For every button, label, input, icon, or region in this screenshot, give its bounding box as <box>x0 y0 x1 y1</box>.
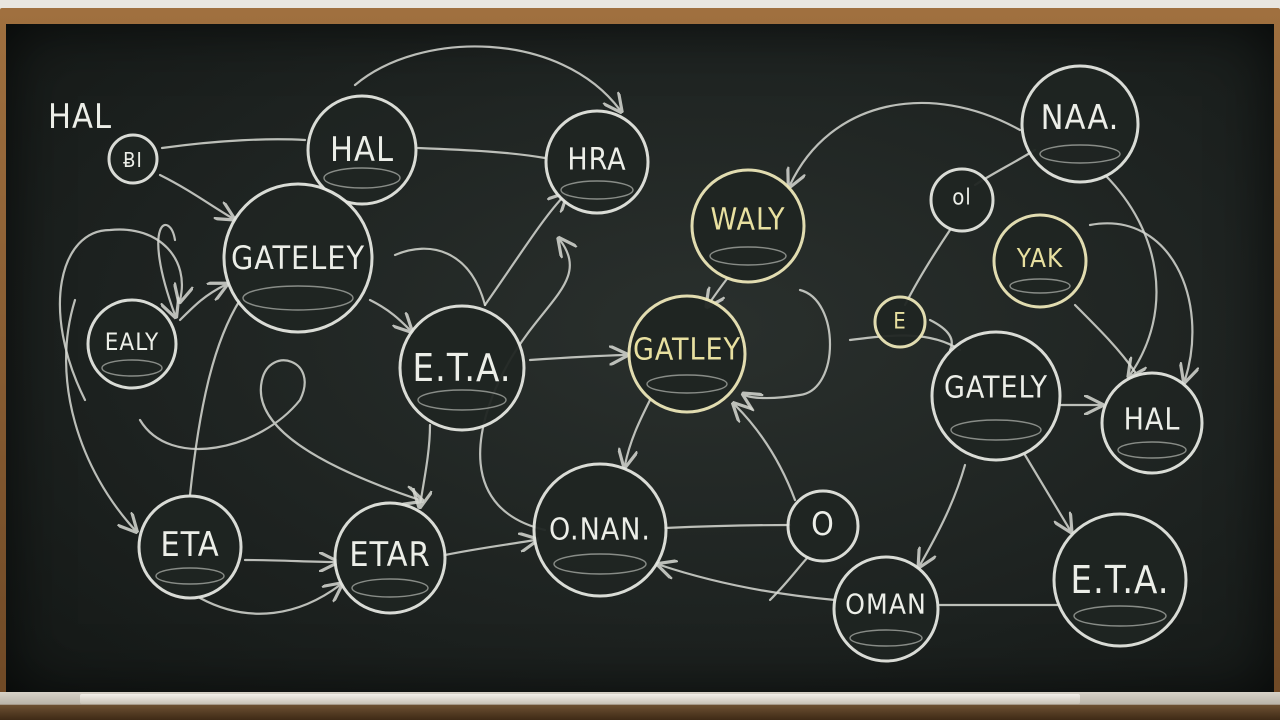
node-label: EALY <box>105 328 159 356</box>
edge <box>528 355 625 360</box>
edge <box>178 285 225 322</box>
node-label: ETA <box>160 525 219 565</box>
edge <box>920 463 967 565</box>
edge <box>625 398 652 465</box>
node-label: O <box>811 505 835 543</box>
state-node: HRA <box>544 109 650 215</box>
edge <box>660 565 837 602</box>
node-label: NAA. <box>1041 98 1120 138</box>
edge <box>443 540 535 557</box>
node-label: ETAR <box>349 535 431 575</box>
edge <box>158 173 232 218</box>
state-node: HAL <box>306 94 418 206</box>
state-node: E.T.A. <box>1052 512 1188 648</box>
node-label: ol <box>952 186 972 211</box>
edge <box>368 298 410 330</box>
edge <box>393 247 487 307</box>
wall-top <box>0 0 1280 10</box>
edge <box>745 288 832 398</box>
state-node: GATELEY <box>222 182 374 334</box>
state-node: HAL <box>1100 371 1204 475</box>
state-node: GATLEY <box>627 294 747 414</box>
node-label: O.NAN. <box>549 513 651 548</box>
node-label: GATELEY <box>231 239 365 277</box>
board-title-label: HAL <box>48 97 112 137</box>
node-label: WALY <box>710 203 785 238</box>
edge <box>64 298 135 530</box>
edge <box>160 138 307 150</box>
state-node: E <box>873 295 927 349</box>
state-node: E.T.A. <box>398 304 526 432</box>
node-label: HAL <box>330 130 394 170</box>
state-node: ETAR <box>333 501 447 615</box>
state-node: OMAN <box>832 555 940 663</box>
edge <box>928 318 953 352</box>
edge <box>1073 303 1137 374</box>
node-label: E.T.A. <box>412 346 511 390</box>
node-label: HAL <box>1124 403 1181 438</box>
state-node: EALY <box>86 298 178 390</box>
node-label: OMAN <box>845 588 927 621</box>
edge <box>420 423 430 505</box>
state-node: ol <box>929 167 995 233</box>
edge <box>58 228 182 402</box>
chalk-tray-ledge <box>80 694 1080 704</box>
edge <box>1023 453 1070 530</box>
state-node: ETA <box>137 494 243 600</box>
state-node: NAA. <box>1020 64 1140 184</box>
edge <box>1088 222 1192 380</box>
edge <box>1103 173 1158 375</box>
node-label: HRA <box>567 143 626 178</box>
state-node: WALY <box>690 168 806 284</box>
edges <box>58 45 1192 615</box>
state-node: YAK <box>992 213 1088 309</box>
edge <box>416 146 547 160</box>
node-label: GATELY <box>944 371 1048 406</box>
edge <box>735 405 797 502</box>
edge <box>243 560 335 562</box>
edge <box>198 585 340 615</box>
edge <box>157 223 175 315</box>
edge <box>768 553 812 602</box>
edge <box>790 102 1022 185</box>
state-node: O <box>786 489 860 563</box>
edge <box>138 359 420 500</box>
edge <box>483 195 565 307</box>
node-label: E.T.A. <box>1070 558 1169 602</box>
node-label: GATLEY <box>633 333 741 368</box>
edge <box>903 228 952 307</box>
node-label: YAK <box>1016 244 1064 274</box>
edge <box>188 298 242 497</box>
state-node: GATELY <box>930 330 1062 462</box>
edge <box>663 523 792 530</box>
state-node: O.NAN. <box>532 462 668 598</box>
node-label: ɃI <box>123 148 143 172</box>
edge <box>353 45 620 110</box>
state-node: ɃI <box>107 133 159 185</box>
node-label: E <box>893 310 907 335</box>
